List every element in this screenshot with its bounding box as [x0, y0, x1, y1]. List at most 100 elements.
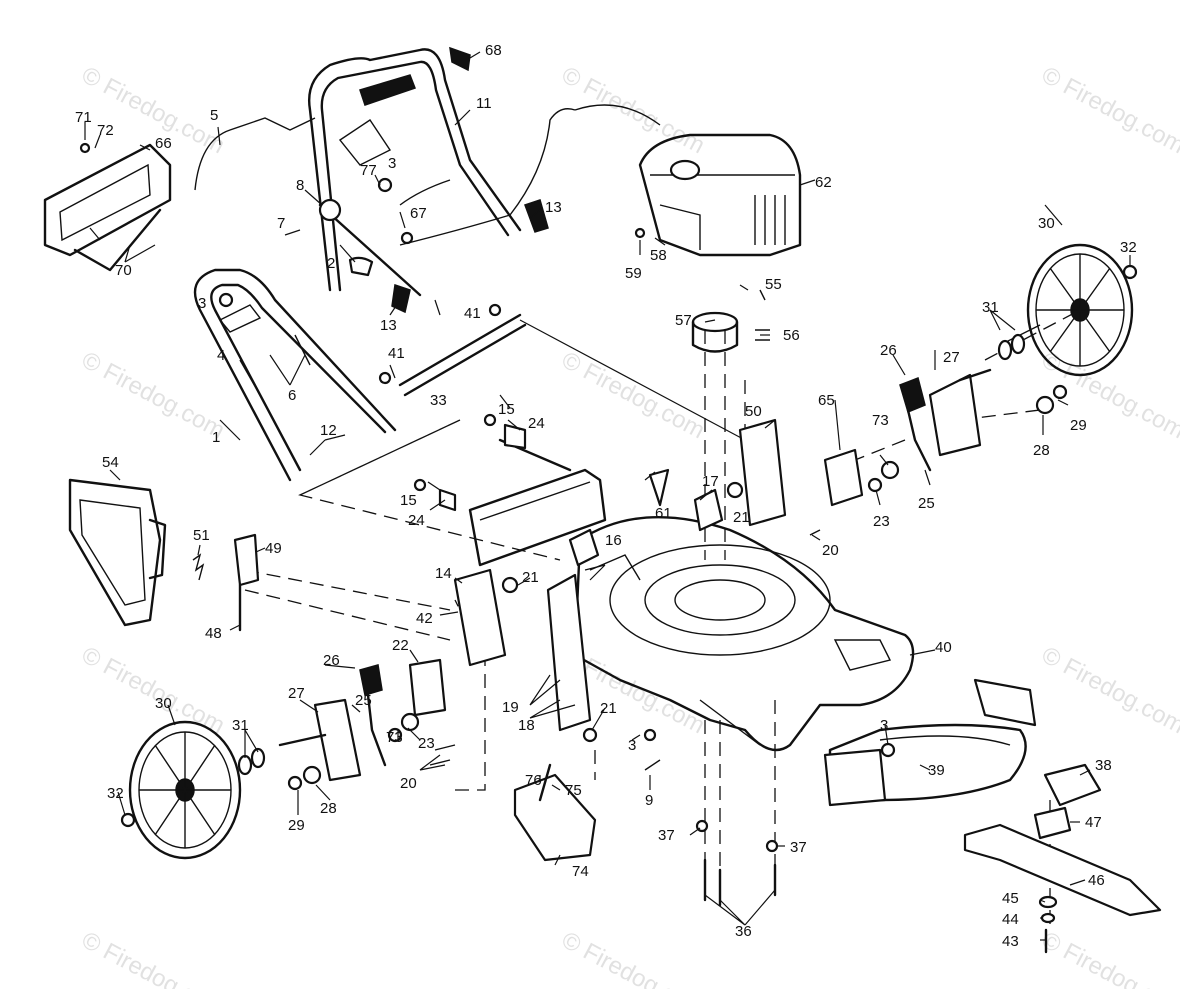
callout-label: 17 — [702, 473, 719, 490]
wheel-brackets — [278, 368, 992, 782]
callout-label: 75 — [565, 782, 582, 799]
callout-label: 65 — [818, 392, 835, 409]
watermark-text: © Firedog.com — [77, 346, 229, 444]
callout-label: 30 — [155, 695, 172, 712]
callout-label: 3 — [388, 155, 396, 172]
callout-label: 7 — [277, 215, 285, 232]
callout-label: 24 — [528, 415, 545, 432]
misc-hardware — [413, 413, 896, 771]
callout-label: 66 — [155, 135, 172, 152]
callout-label: 19 — [502, 699, 519, 716]
leader-lines — [84, 51, 1131, 941]
callout-label: 70 — [115, 262, 132, 279]
callout-label: 61 — [655, 505, 672, 522]
callout-label: 28 — [320, 800, 337, 817]
callout-label: 51 — [193, 527, 210, 544]
callout-label: 16 — [605, 532, 622, 549]
wheel-hardware — [120, 264, 1138, 828]
callout-label: 45 — [1002, 890, 1019, 907]
callout-label: 32 — [1120, 239, 1137, 256]
callout-label: 55 — [765, 276, 782, 293]
callout-label: 29 — [1070, 417, 1087, 434]
callout-label: 15 — [498, 401, 515, 418]
axle-support-assembly — [438, 423, 607, 567]
callout-label: 2 — [327, 255, 335, 272]
upper-handle — [308, 46, 522, 297]
grass-catcher — [68, 478, 167, 627]
mower-deck — [573, 516, 915, 752]
callout-label: 31 — [982, 299, 999, 316]
callout-label: 74 — [572, 863, 589, 880]
callout-label: 11 — [476, 95, 492, 112]
callout-label: 27 — [943, 349, 960, 366]
callout-label: 15 — [400, 492, 417, 509]
callout-label: 3 — [198, 295, 206, 312]
callout-label: 42 — [416, 610, 433, 627]
callout-label: 23 — [418, 735, 435, 752]
callout-label: 25 — [355, 692, 372, 709]
callout-label: 24 — [408, 512, 425, 529]
callout-label: 44 — [1002, 911, 1019, 928]
callout-label: 36 — [735, 923, 752, 940]
watermark-text: © Firedog.com — [77, 61, 229, 159]
callout-label: 72 — [97, 122, 114, 139]
callout-label: 37 — [658, 827, 675, 844]
callout-label: 39 — [928, 762, 945, 779]
callout-label: 73 — [872, 412, 889, 429]
callout-label: 25 — [918, 495, 935, 512]
blade-adapter-pulley — [691, 289, 770, 353]
callout-label: 6 — [288, 387, 296, 404]
callout-label: 62 — [815, 174, 832, 191]
blade-assembly — [963, 763, 1162, 954]
callout-label: 21 — [733, 509, 750, 526]
watermark-text: © Firedog.com — [1037, 61, 1180, 159]
callout-label: 59 — [625, 265, 642, 282]
door-spring-rod — [192, 533, 260, 632]
watermark-text: © Firedog.com — [1037, 641, 1180, 739]
callout-label: 68 — [485, 42, 502, 59]
callout-label: 21 — [522, 569, 539, 586]
callout-label: 8 — [296, 177, 304, 194]
height-levers — [359, 376, 932, 767]
callout-label: 73 — [386, 729, 403, 746]
callout-label: 13 — [380, 317, 397, 334]
callout-label: 26 — [323, 652, 340, 669]
deck-bolts — [695, 819, 779, 907]
callout-label: 31 — [232, 717, 249, 734]
callout-label: 21 — [600, 700, 617, 717]
watermark-text: © Firedog.com — [557, 926, 709, 989]
callout-label: 26 — [880, 342, 897, 359]
callout-label: 14 — [435, 565, 452, 582]
engine — [634, 133, 802, 257]
callout-label: 41 — [464, 305, 481, 322]
callout-label: 4 — [217, 347, 225, 364]
callout-label: 9 — [645, 792, 653, 809]
watermark-text: © Firedog.com — [557, 346, 709, 444]
mulch-plug — [513, 763, 597, 862]
callout-label: 28 — [1033, 442, 1050, 459]
callout-label: 12 — [320, 422, 337, 439]
callout-label: 3 — [628, 737, 636, 754]
callout-label: 18 — [518, 717, 535, 734]
discharge-baffle — [823, 678, 1037, 807]
callout-label: 56 — [783, 327, 800, 344]
rear-wheel — [1026, 243, 1134, 377]
callout-label: 50 — [745, 403, 762, 420]
callout-label: 30 — [1038, 215, 1055, 232]
watermark-text: © Firedog.com — [77, 641, 229, 739]
callout-label: 32 — [107, 785, 124, 802]
callout-labels: 1 2 3 3 3 3 4 5 6 7 8 9 11 12 13 13 14 1… — [75, 42, 1137, 950]
callout-label: 76 — [525, 772, 542, 789]
callout-label: 77 — [360, 162, 377, 179]
adjuster-gears — [408, 448, 864, 717]
callout-label: 47 — [1085, 814, 1102, 831]
watermark-text: © Firedog.com — [1037, 926, 1180, 989]
callout-label: 38 — [1095, 757, 1112, 774]
callout-label: 71 — [75, 109, 92, 126]
callout-label: 23 — [873, 513, 890, 530]
callout-label: 41 — [388, 345, 405, 362]
callout-label: 13 — [545, 199, 562, 216]
front-wheel — [128, 720, 242, 860]
